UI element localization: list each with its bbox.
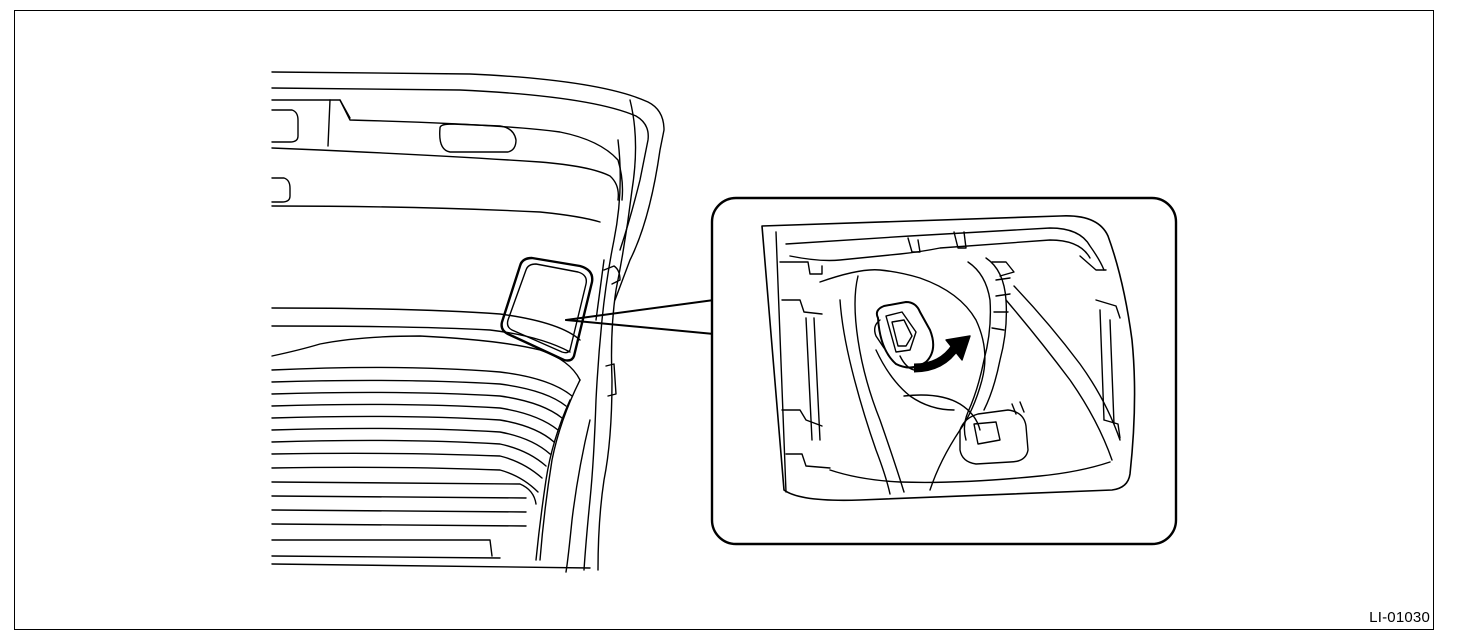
bulb-socket-icon xyxy=(873,301,935,371)
figure-frame xyxy=(14,10,1434,630)
callout-leader xyxy=(565,299,715,335)
tailgate-drawing xyxy=(271,71,665,573)
service-cover xyxy=(500,256,594,362)
figure-id-label: LI-01030 xyxy=(1369,609,1430,626)
detail-callout xyxy=(710,196,1178,546)
curved-arrow-icon xyxy=(913,335,971,373)
